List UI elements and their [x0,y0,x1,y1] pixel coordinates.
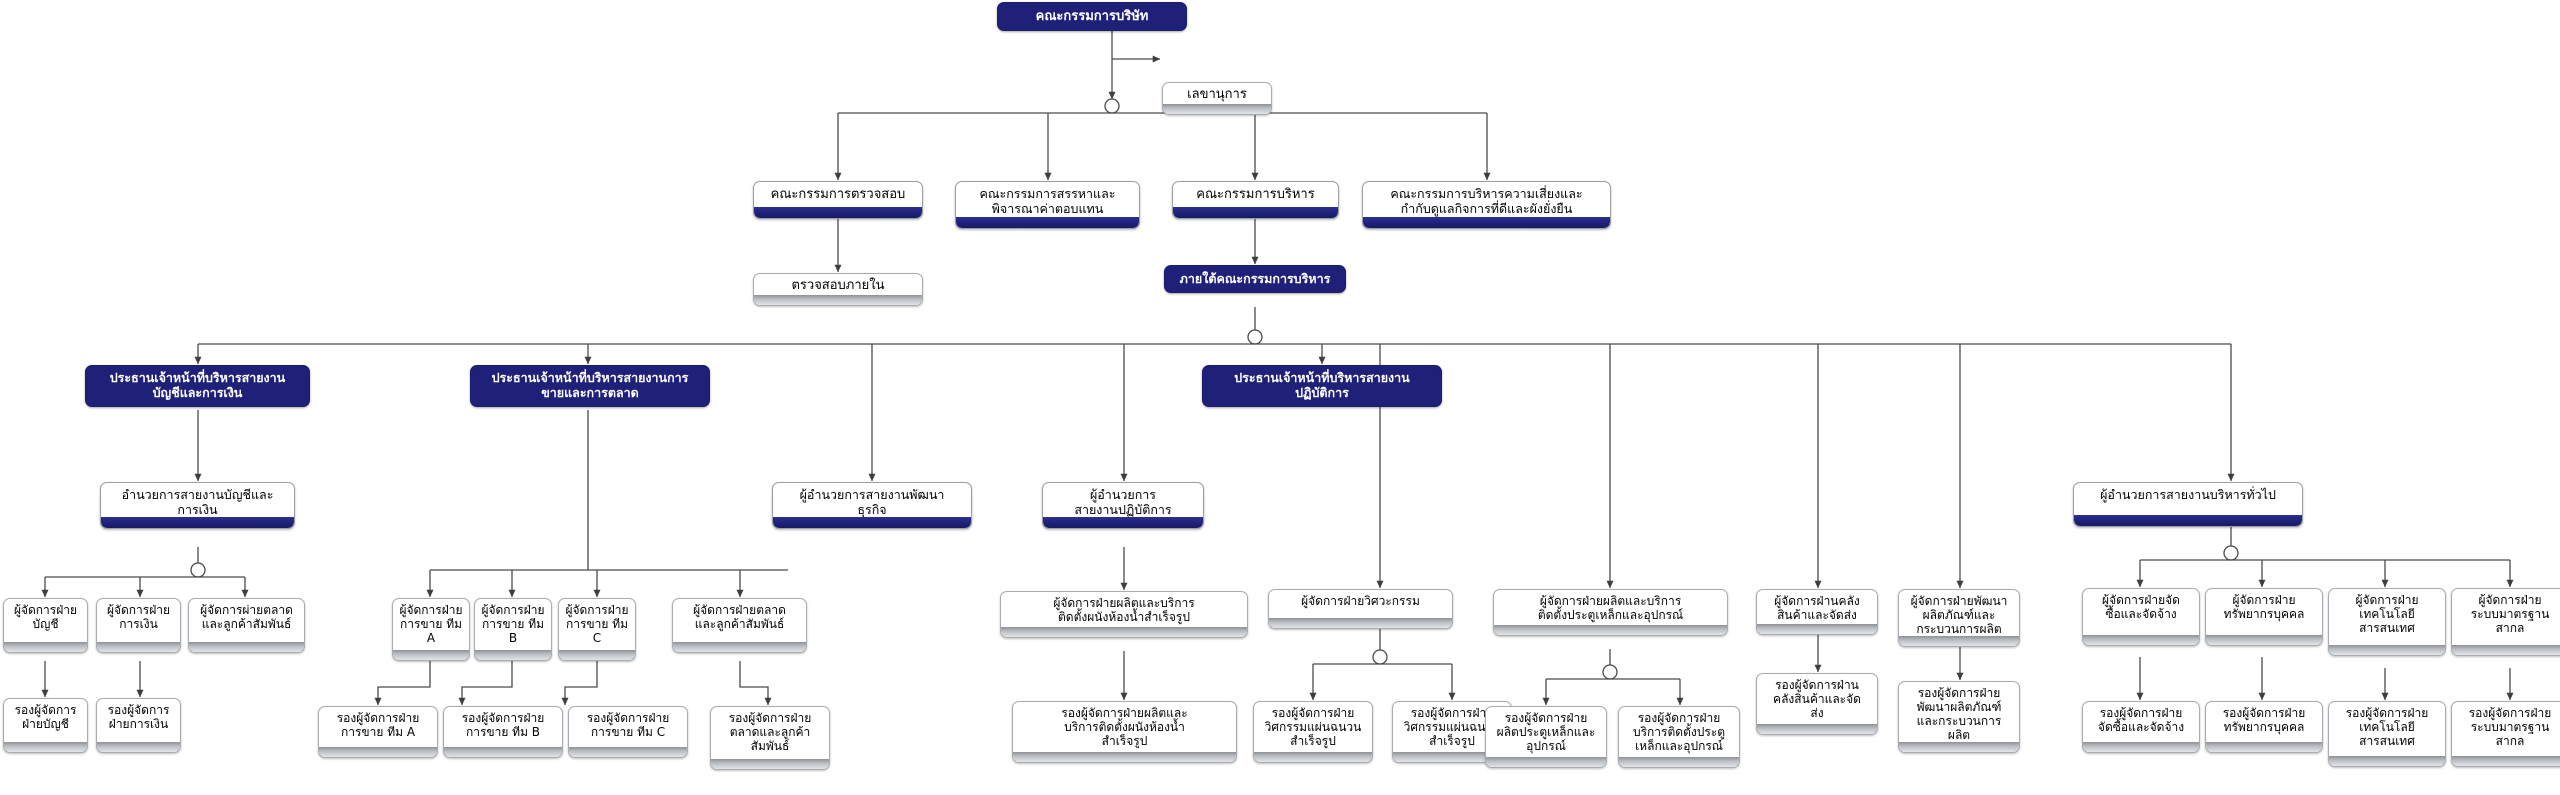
node-mgr-warehouse[interactable]: ผู้จัดการฝ่านคลัง สินค้าและจัดส่ง [1756,589,1878,635]
node-mgr-procurement[interactable]: ผู้จัดการฝ่ายจัด ซื้อและจัดจ้าง [2082,588,2200,646]
node-executive-committee[interactable]: คณะกรรมการบริหาร [1172,181,1339,219]
node-deputy-wall[interactable]: รองผู้จัดการฝ่ายผลิตและ บริการติดตั้งผนั… [1012,701,1237,763]
node-cxo-sales[interactable]: ประธานเจ้าหน้าที่บริหารสายงานการ ขายและก… [470,365,710,407]
node-deputy-hr[interactable]: รองผู้จัดการฝ่าย ทรัพยากรบุคคล [2205,701,2323,753]
node-deputy-procurement[interactable]: รองผู้จัดการฝ่าย จัดซื้อและจัดจ้าง [2082,701,2200,753]
node-mgr-door[interactable]: ผู้จัดการฝ่ายผลิตและบริการ ติดตั้งประตูเ… [1493,589,1728,636]
node-cxo-operations[interactable]: ประธานเจ้าหน้าที่บริหารสายงาน ปฏิบัติการ [1202,365,1442,407]
node-secretary[interactable]: เลขานุการ [1162,82,1272,115]
node-deputy-sales-a[interactable]: รองผู้จัดการฝ่าย การขาย ทีม A [318,706,438,758]
node-deputy-engineering-1[interactable]: รองผู้จัดการฝ่าย วิศกรรมแผ่นฉนวน สำเร็จร… [1253,701,1373,763]
node-internal-audit[interactable]: ตรวจสอบภายใน [753,273,923,306]
node-director-operations[interactable]: ผู้อำนวยการ สายงานปฏิบัติการ [1042,482,1204,529]
node-deputy-rnd[interactable]: รองผู้จัดการฝ่าย พัฒนาผลิตภัณฑ์ และกระบว… [1898,681,2020,753]
node-director-bizdev[interactable]: ผู้อำนวยการสายงานพัฒนา ธุรกิจ [772,482,972,529]
node-deputy-market-crm[interactable]: รองผู้จัดการฝ่าย ตลาดและลูกค้า สัมพันธ์ [710,706,830,770]
node-mgr-finance[interactable]: ผู้จัดการฝ่าย การเงิน [96,598,181,653]
node-deputy-iso[interactable]: รองผู้จัดการฝ่าย ระบบมาตรฐาน สากล [2451,701,2560,767]
node-cxo-finance[interactable]: ประธานเจ้าหน้าที่บริหารสายงาน บัญชีและกา… [85,365,310,407]
node-nomination-committee[interactable]: คณะกรรมการสรรหาและ พิจารณาค่าตอบแทน [955,181,1140,229]
node-deputy-it[interactable]: รองผู้จัดการฝ่าย เทคโนโลยี สารสนเทศ [2328,701,2446,767]
node-risk-committee[interactable]: คณะกรรมการบริหารความเสี่ยงและ กำกับดูแลก… [1362,181,1611,229]
node-mgr-market-crm[interactable]: ผู้จัดการฝ่ายตลาด และลูกค้าสัมพันธ์ [672,598,807,653]
node-mgr-it[interactable]: ผู้จัดการฝ่าย เทคโนโลยี สารสนเทศ [2328,588,2446,656]
node-deputy-sales-b[interactable]: รองผู้จัดการฝ่าย การขาย ทีม B [443,706,563,758]
node-mgr-sales-a[interactable]: ผู้จัดการฝ่าย การขาย ทีม A [392,598,470,661]
node-mgr-accounting[interactable]: ผู้จัดการฝ่าย บัญชี [3,598,88,653]
node-mgr-engineering[interactable]: ผู้จัดการฝ่ายวิศวะกรรม [1268,589,1453,629]
node-audit-committee[interactable]: คณะกรรมการตรวจสอบ [753,181,923,219]
node-mgr-sales-c[interactable]: ผู้จัดการฝ่าย การขาย ทีม C [558,598,636,661]
node-deputy-door-installation[interactable]: รองผู้จัดการฝ่าย บริการติดตั้งประตู เหล็… [1618,706,1740,768]
node-director-admin[interactable]: ผู้อำนวยการสายงานบริหารทั่วไป [2073,482,2303,527]
node-deputy-sales-c[interactable]: รองผู้จัดการฝ่าย การขาย ทีม C [568,706,688,758]
node-deputy-accounting[interactable]: รองผู้จัดการ ฝ่ายบัญชี [3,698,88,753]
node-deputy-door-production[interactable]: รองผู้จัดการฝ่าย ผลิตประตูเหล็กและ อุปกร… [1485,706,1607,768]
node-mgr-wall[interactable]: ผู้จัดการฝ่ายผลิตและบริการ ติดตั้งผนังห้… [1000,591,1248,638]
node-under-executive[interactable]: ภายใต้คณะกรรมการบริหาร [1164,265,1346,293]
node-deputy-finance[interactable]: รองผู้จัดการ ฝ่ายการเงิน [96,698,181,753]
node-mgr-rnd[interactable]: ผู้จัดการฝ่ายพัฒนา ผลิตภัณฑ์และ กระบวนกา… [1898,589,2020,647]
node-mgr-sales-b[interactable]: ผู้จัดการฝ่าย การขาย ทีม B [474,598,552,661]
node-board[interactable]: คณะกรรมการบริษัท [997,2,1187,31]
node-deputy-warehouse[interactable]: รองผู้จัดการฝ่าน คลังสินค้าและจัด ส่ง [1756,673,1878,735]
node-mgr-hr[interactable]: ผู้จัดการฝ่าย ทรัพยากรบุคคล [2205,588,2323,646]
node-mgr-iso[interactable]: ผู้จัดการฝ่าย ระบบมาตรฐาน สากล [2451,588,2560,656]
node-director-finance[interactable]: อำนวยการสายงานบัญชีและ การเงิน [100,482,295,529]
node-mgr-market-crm-finance[interactable]: ผู้จัดการผ่ายตลาด และลูกค้าสัมพันธ์ [188,598,305,653]
